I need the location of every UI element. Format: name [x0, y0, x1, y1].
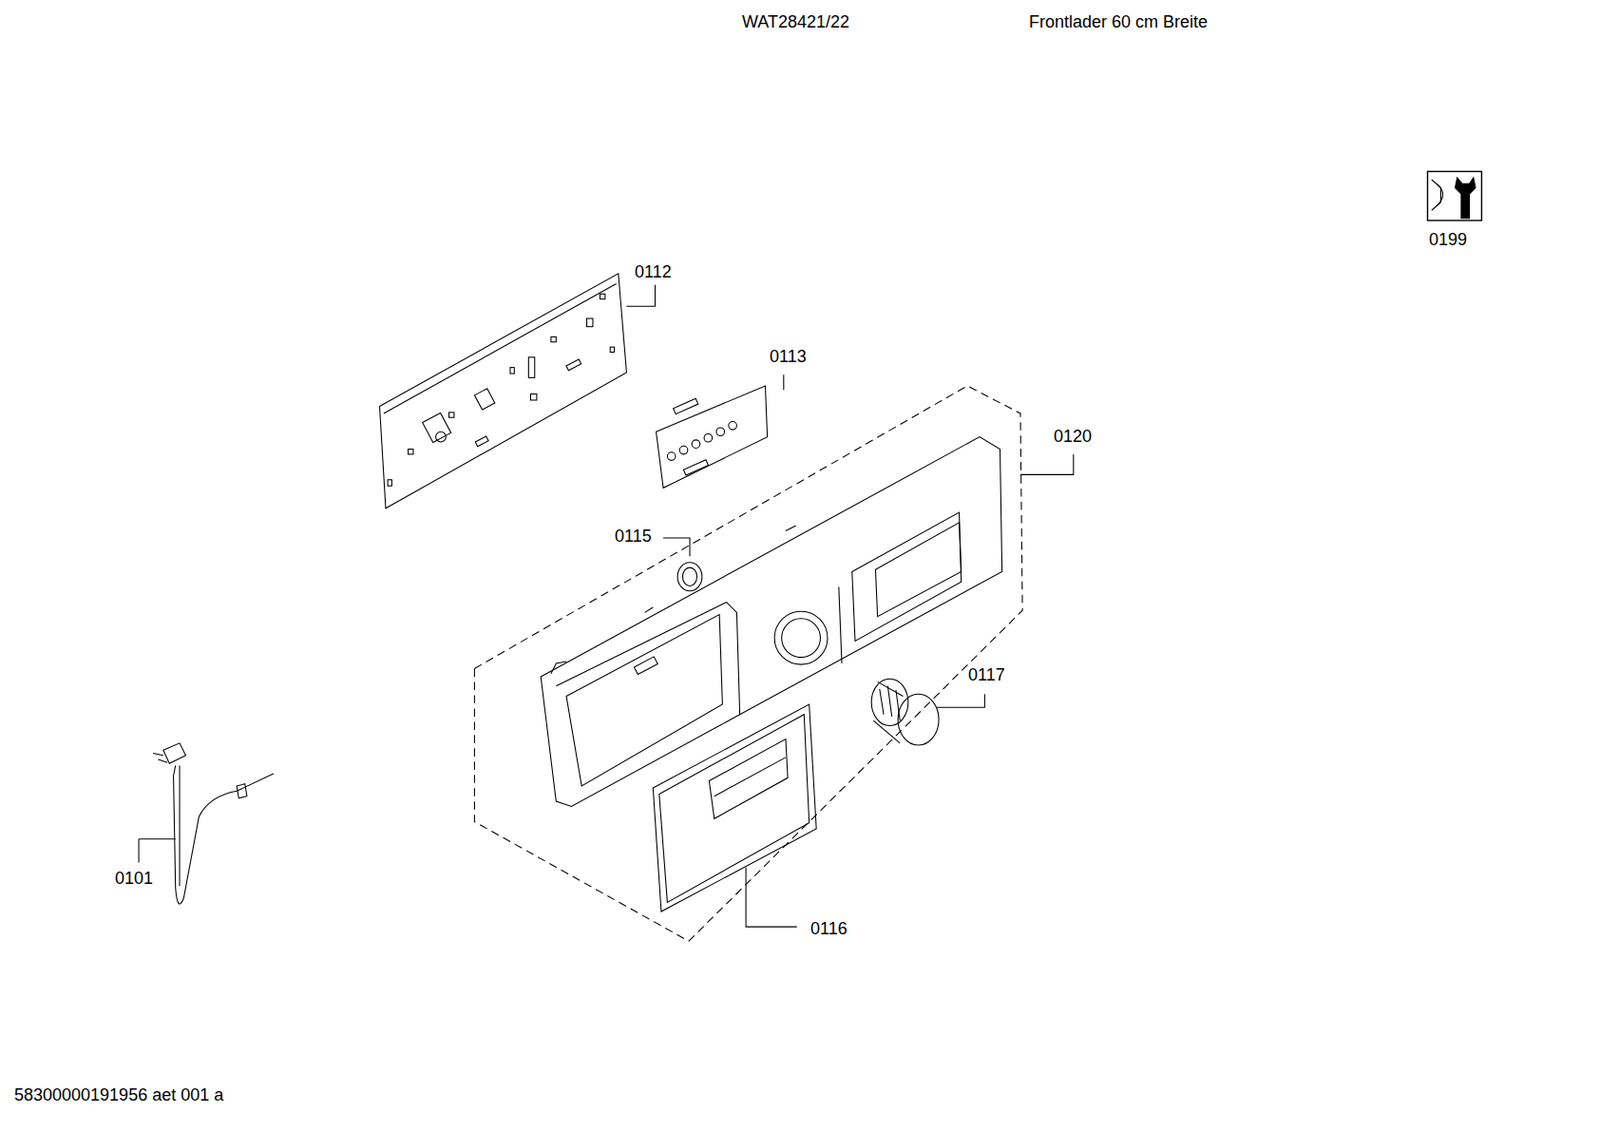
- callout-number: 0116: [810, 919, 848, 937]
- program-knob: [871, 678, 939, 745]
- callout-number: 0112: [634, 263, 672, 281]
- model-description: Frontlader 60 cm Breite: [1028, 13, 1208, 31]
- model-number: WAT28421/22: [742, 13, 850, 31]
- drawing-number: 58300000191956 aet 001 a: [14, 1085, 224, 1104]
- control-board: [380, 273, 628, 509]
- drawer-front: [652, 704, 817, 912]
- callout-number: 0115: [614, 527, 652, 545]
- callout-number: 0101: [114, 869, 153, 887]
- service-icon: [1427, 171, 1482, 221]
- callout-number: 0120: [1053, 427, 1092, 445]
- power-cord: [152, 742, 274, 904]
- small-knob: [677, 562, 703, 591]
- callout-number: 0117: [968, 666, 1006, 684]
- callout-number: 0199: [1428, 230, 1467, 248]
- display-panel: [656, 385, 768, 488]
- control-fascia: [540, 437, 1002, 807]
- group-outline: [474, 385, 1023, 941]
- leader-lines: [138, 285, 1074, 928]
- callout-number: 0113: [769, 347, 807, 365]
